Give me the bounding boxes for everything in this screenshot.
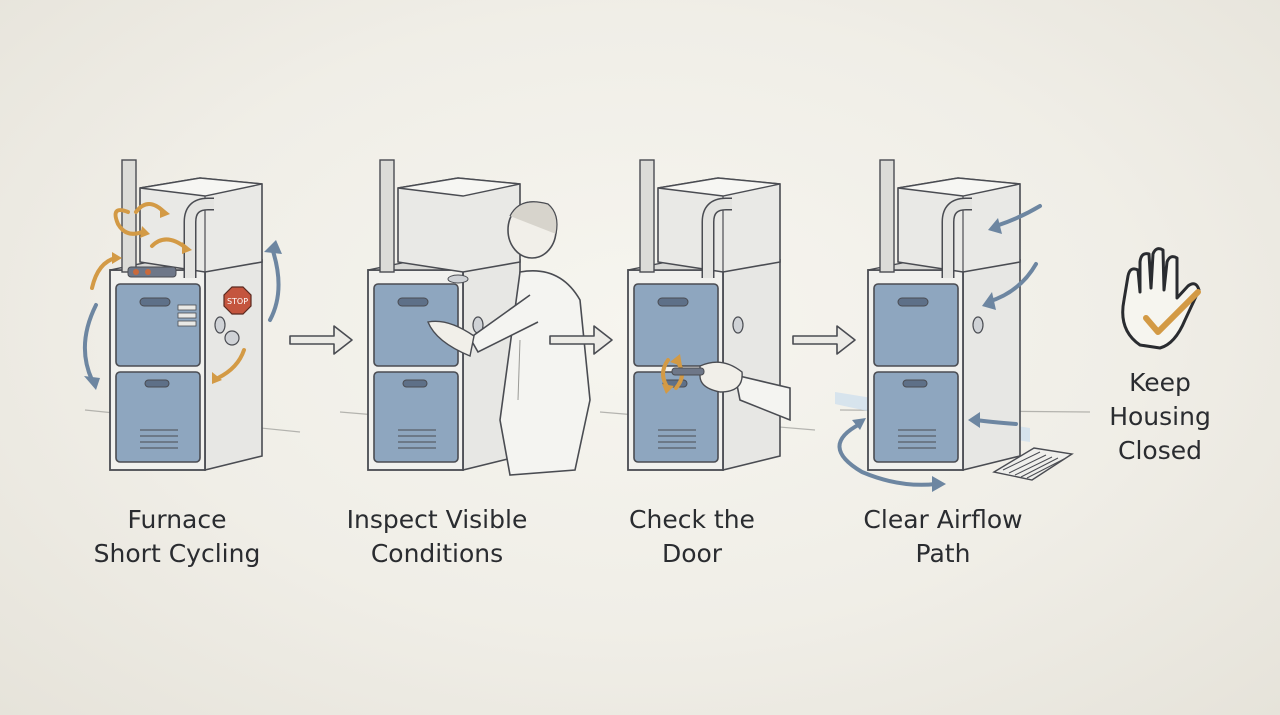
airflow-arrow-icon — [837, 204, 1042, 487]
furnace-short-cycling-illustration: STOP — [82, 159, 282, 471]
stop-sign-icon: STOP — [223, 286, 252, 315]
step-caption-line: Keep — [1129, 368, 1191, 397]
svg-text:STOP: STOP — [227, 297, 248, 306]
return-air-arrow-icon — [82, 246, 281, 382]
step-caption-furnace-short-cycling: Furnace Short Cycling — [62, 503, 292, 571]
step-caption-line: Conditions — [370, 539, 504, 568]
step-arrow-icon — [549, 325, 613, 355]
step-caption-line: Door — [661, 539, 723, 568]
step-caption-check-the-door: Check the Door — [577, 503, 807, 571]
step-caption-keep-housing-closed: Keep Housing Closed — [1080, 366, 1240, 468]
floor-vent-icon — [992, 447, 1074, 481]
hand-on-latch-icon — [671, 361, 791, 422]
step-caption-line: Closed — [1118, 436, 1202, 465]
clear-airflow-illustration — [835, 159, 1074, 492]
step-caption-line: Short Cycling — [93, 539, 261, 568]
step-caption-line: Furnace — [127, 505, 227, 534]
step-caption-line: Inspect Visible — [346, 505, 528, 534]
step-caption-inspect-visible-conditions: Inspect Visible Conditions — [322, 503, 552, 571]
step-caption-line: Clear Airflow — [863, 505, 1023, 534]
step-caption-line: Housing — [1109, 402, 1211, 431]
step-arrow-icon — [289, 325, 353, 355]
check-door-illustration — [627, 159, 791, 471]
inspect-conditions-illustration — [367, 159, 591, 476]
step-caption-clear-airflow-path: Clear Airflow Path — [828, 503, 1058, 571]
step-arrow-icon — [792, 325, 856, 355]
step-caption-line: Check the — [629, 505, 755, 534]
hand-with-checkmark-icon — [1121, 247, 1201, 350]
step-caption-line: Path — [915, 539, 971, 568]
person-inspecting-icon — [427, 201, 591, 476]
